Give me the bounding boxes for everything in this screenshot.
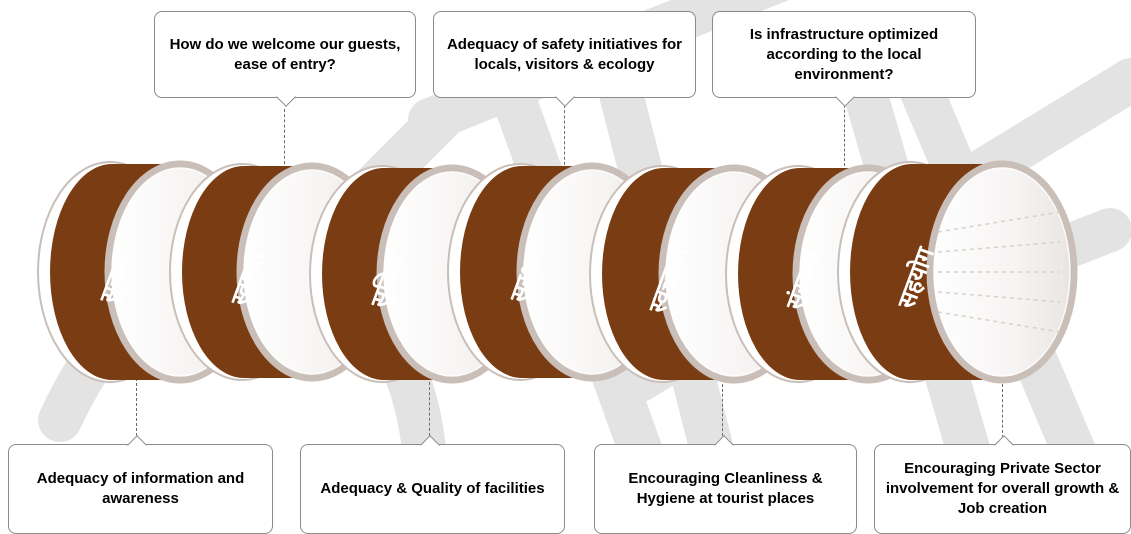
connector-line	[1002, 384, 1003, 438]
callout-private-sector: Encouraging Private Sector involvement f…	[874, 435, 1131, 534]
callout-cleanliness: Encouraging Cleanliness & Hygiene at tou…	[594, 435, 857, 534]
callout-welcome: How do we welcome our guests, ease of en…	[154, 11, 416, 107]
connector-line	[429, 382, 430, 436]
connector-line	[722, 384, 723, 436]
callout-information: Adequacy of information and awareness	[8, 435, 273, 534]
callout-text: How do we welcome our guests, ease of en…	[169, 35, 401, 73]
callout-infrastructure: Is infrastructure optimized according to…	[712, 11, 976, 107]
callout-text: Adequacy & Quality of facilities	[320, 480, 545, 497]
callout-text: Encouraging Private Sector involvement f…	[885, 460, 1120, 517]
callout-text: Is infrastructure optimized according to…	[749, 25, 939, 83]
callout-text: Adequacy of information and awareness	[36, 470, 245, 507]
callout-text: Adequacy of safety initiatives for local…	[446, 35, 683, 73]
callout-text: Encouraging Cleanliness & Hygiene at tou…	[628, 470, 823, 507]
connector-line	[136, 378, 137, 436]
connector-line	[284, 109, 285, 164]
connector-line	[564, 100, 565, 170]
callout-facilities: Adequacy & Quality of facilities	[300, 435, 565, 534]
callout-safety: Adequacy of safety initiatives for local…	[433, 11, 696, 107]
ring-7: सहयोग	[837, 160, 1078, 384]
connector-line	[844, 100, 845, 166]
